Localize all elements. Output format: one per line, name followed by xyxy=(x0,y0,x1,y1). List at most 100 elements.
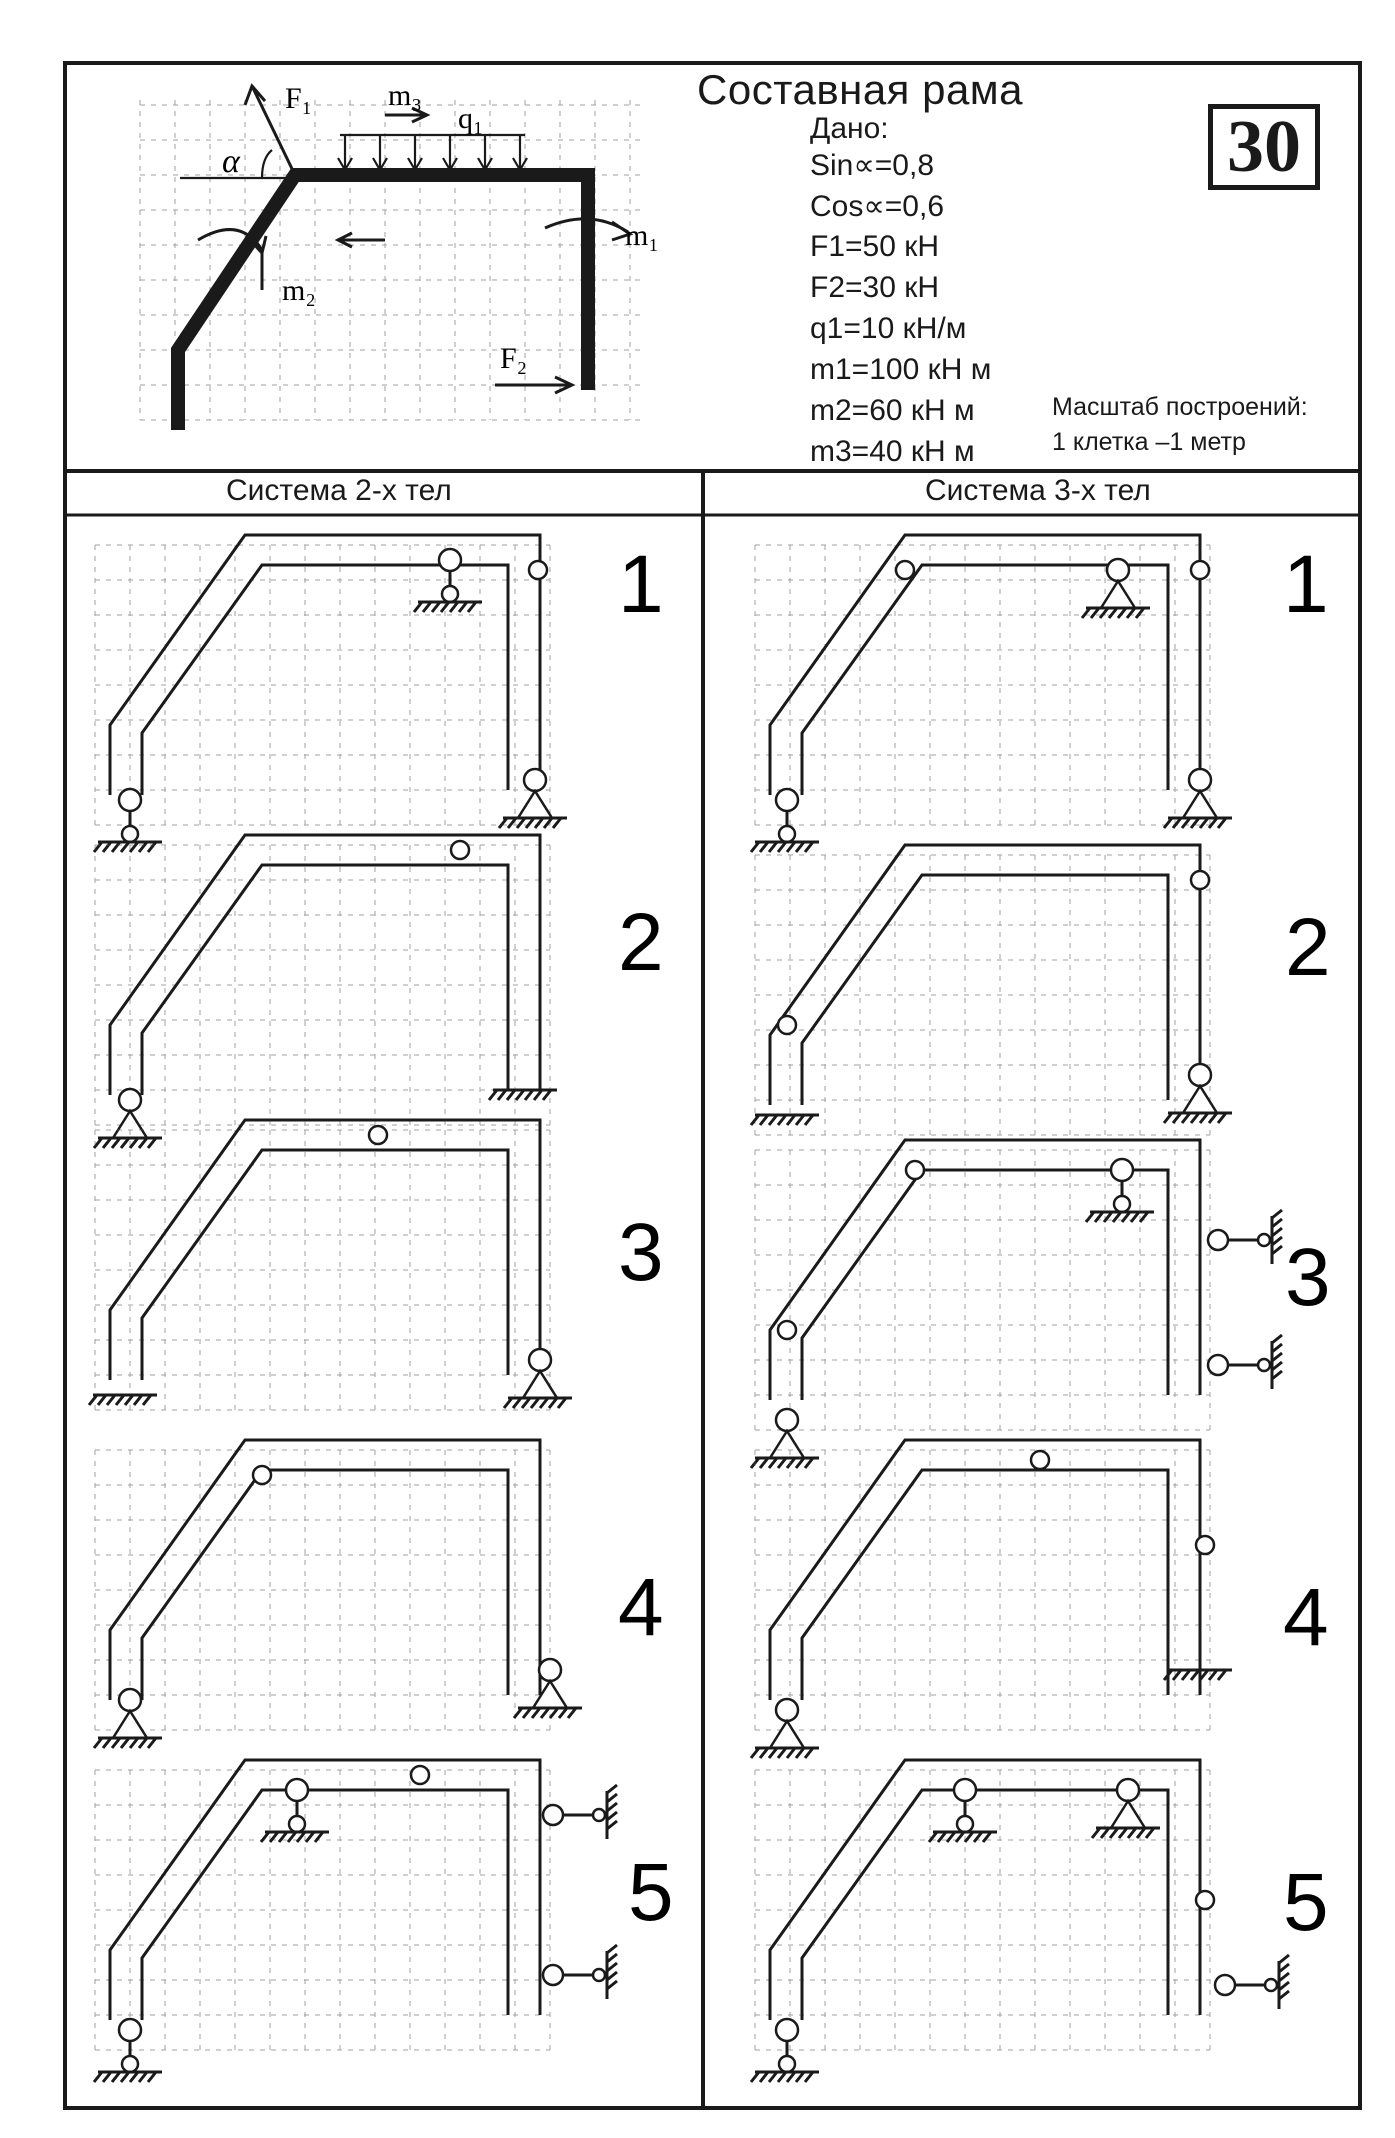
body-hinge xyxy=(367,1124,389,1146)
column-title-three-bodies: Система 3-х тел xyxy=(925,474,1151,507)
scheme-right-3 xyxy=(749,1138,1283,1469)
body-hinge xyxy=(1189,559,1211,581)
ground-hatch xyxy=(927,1830,997,1843)
roller-support-wheel xyxy=(440,584,460,604)
ground-hatch xyxy=(87,1393,157,1406)
label-m2: m₂ xyxy=(282,274,316,307)
m2-moment-arc xyxy=(197,228,268,290)
body-hinge xyxy=(1029,1449,1051,1471)
body-hinge xyxy=(409,1764,431,1786)
scheme-grid xyxy=(754,1449,1211,1731)
pin-support-hinge xyxy=(774,1697,800,1723)
frame-outer-contour xyxy=(108,833,542,1095)
label-f2: F₂ xyxy=(500,342,527,375)
given-sin-alpha: Sin∝=0,8 xyxy=(810,149,935,182)
wall-hatch xyxy=(605,1783,618,1839)
scale-note-line2: 1 клетка –1 метр xyxy=(1052,428,1246,456)
scheme-grid xyxy=(94,844,551,1126)
frame-outer-contour xyxy=(108,1118,542,1380)
body-hinge xyxy=(776,1014,798,1036)
ground-hatch xyxy=(92,2070,162,2083)
right-variant-number-5: 5 xyxy=(1283,1857,1329,1948)
roller-support-wheel xyxy=(120,824,140,844)
side-link-end xyxy=(1263,1977,1279,1993)
ground-hatch xyxy=(749,840,819,853)
body-hinge xyxy=(1189,869,1211,891)
frame-schemes xyxy=(87,533,1290,2083)
task-title: Составная рама xyxy=(697,66,1024,113)
scheme-left-4 xyxy=(92,1438,582,1749)
ground-hatch xyxy=(92,1136,162,1149)
scheme-left-3 xyxy=(87,1118,572,1411)
pin-support-hinge xyxy=(117,1687,143,1713)
left-variant-number-2: 2 xyxy=(618,897,664,988)
body-hinge xyxy=(1194,1889,1216,1911)
roller-support-hinge xyxy=(117,2017,143,2043)
side-link-hinge xyxy=(1206,1228,1230,1252)
roller-support-hinge xyxy=(284,1777,310,1803)
scheme-grid xyxy=(94,544,551,826)
side-link-hinge xyxy=(1206,1353,1230,1377)
pin-support-hinge xyxy=(537,1657,563,1683)
side-link-end xyxy=(591,1807,607,1823)
ground-hatch xyxy=(502,1396,572,1409)
roller-support-hinge xyxy=(952,1777,978,1803)
scheme-right-1 xyxy=(749,533,1232,853)
given-m2: m2=60 кН м xyxy=(810,394,975,427)
pin-support-triangle xyxy=(515,788,555,820)
roller-support-wheel xyxy=(287,1814,307,1834)
wall-hatch xyxy=(1277,1953,1290,2009)
alpha-arc xyxy=(180,149,290,180)
ground-hatch xyxy=(497,816,567,829)
label-q1: q₁ xyxy=(458,102,483,135)
roller-support-wheel xyxy=(955,1814,975,1834)
roller-support-hinge xyxy=(1109,1157,1135,1183)
body-hinge xyxy=(527,559,549,581)
body-hinge xyxy=(776,1319,798,1341)
load-diagram xyxy=(139,83,640,430)
label-m3: m₃ xyxy=(388,79,422,112)
pin-support-hinge xyxy=(1115,1777,1141,1803)
scheme-right-5 xyxy=(749,1758,1290,2083)
outer-frame xyxy=(63,61,1362,2110)
f2-arrow xyxy=(495,375,576,395)
ground-hatch xyxy=(1162,816,1232,829)
scheme-grid xyxy=(94,1129,551,1411)
ground-hatch xyxy=(749,1456,819,1469)
roller-support-wheel xyxy=(777,824,797,844)
scheme-grid xyxy=(754,1149,1211,1431)
ground-hatch xyxy=(412,600,482,613)
ground-hatch xyxy=(92,1736,162,1749)
wall-hatch xyxy=(1270,1208,1283,1264)
ground-hatch xyxy=(1090,1826,1160,1839)
roller-support-hinge xyxy=(117,787,143,813)
ground-hatch xyxy=(749,1113,819,1126)
body-hinge xyxy=(1194,1534,1216,1556)
scheme-grid xyxy=(94,1449,551,1731)
right-variant-number-4: 4 xyxy=(1283,1572,1329,1663)
roller-support-wheel xyxy=(120,2054,140,2074)
left-variant-number-5: 5 xyxy=(628,1847,674,1938)
scheme-left-1 xyxy=(92,533,567,853)
side-link-end xyxy=(591,1967,607,1983)
frame-outer-contour xyxy=(108,1758,542,2020)
pin-support-triangle xyxy=(1180,788,1220,820)
ground-hatch xyxy=(1162,1111,1232,1124)
ground-hatch xyxy=(1080,606,1150,619)
left-variant-number-3: 3 xyxy=(618,1207,664,1298)
frame-inner-contour xyxy=(140,1468,510,1700)
pin-support-triangle xyxy=(110,1708,150,1740)
right-variant-number-3: 3 xyxy=(1285,1232,1331,1323)
pin-support-triangle xyxy=(767,1718,807,1750)
column-title-two-bodies: Система 2-х тел xyxy=(226,474,452,507)
frame-inner-contour xyxy=(800,873,1170,1105)
body-hinge xyxy=(904,1159,926,1181)
wall-hatch xyxy=(1270,1333,1283,1389)
body-hinge xyxy=(251,1464,273,1486)
scheme-right-4 xyxy=(749,1438,1232,1759)
frame-outer-contour xyxy=(768,1758,1202,2020)
right-variant-number-1: 1 xyxy=(1283,539,1329,630)
ground-hatch xyxy=(749,1746,819,1759)
ground-hatch xyxy=(512,1706,582,1719)
m1-moment-arc xyxy=(544,217,634,242)
